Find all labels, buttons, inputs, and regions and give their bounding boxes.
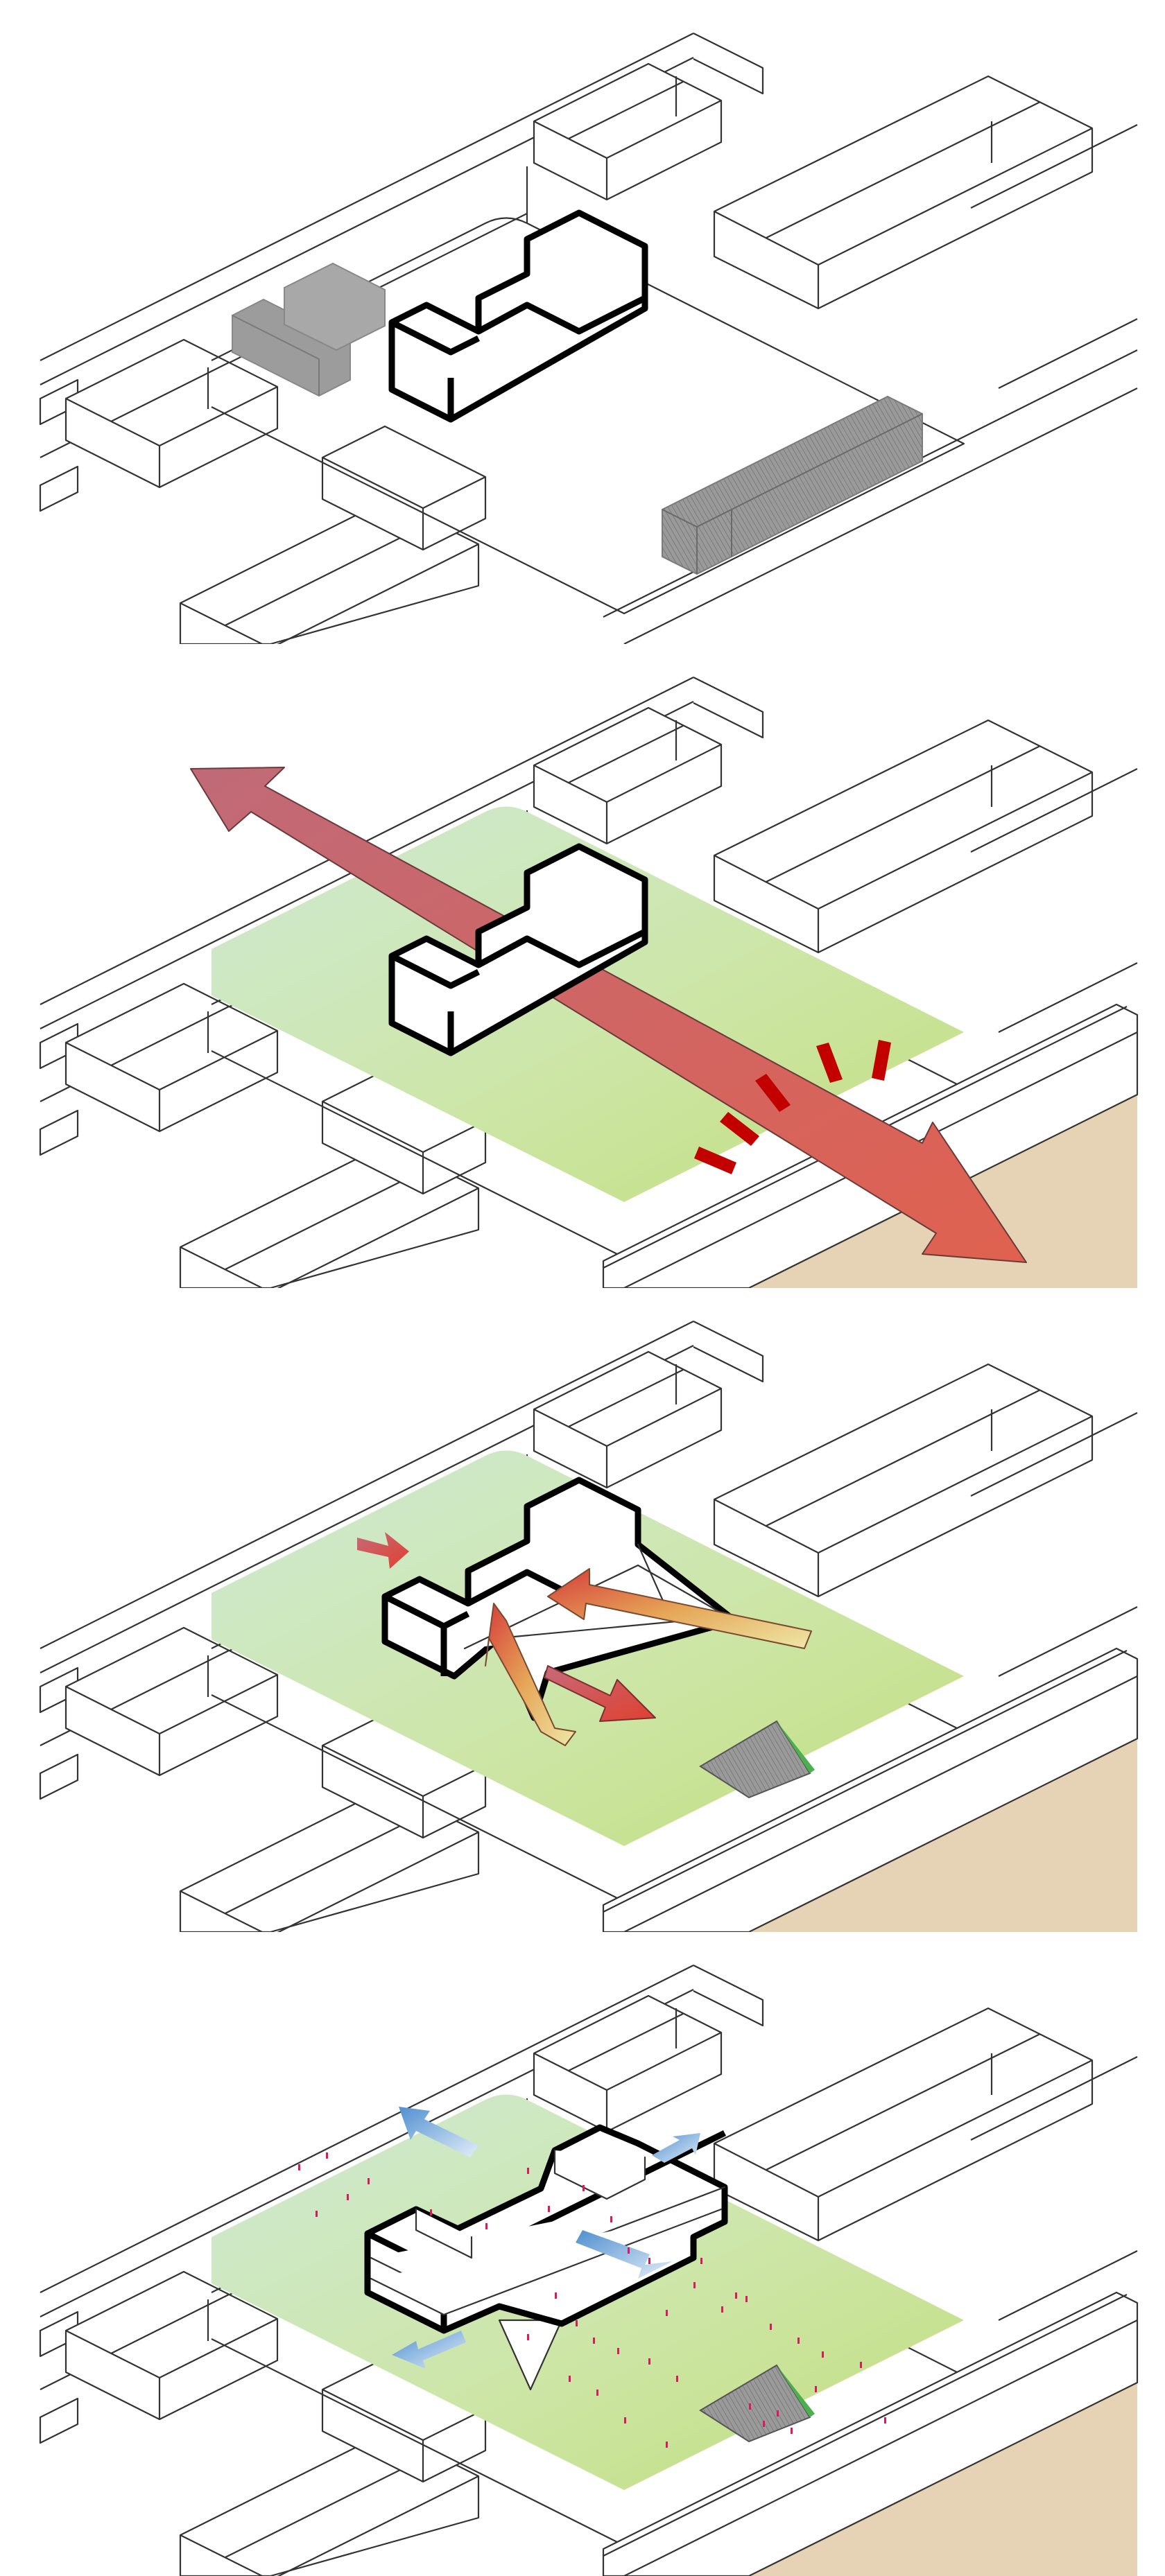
person-mark xyxy=(797,2338,800,2344)
person-mark xyxy=(316,2211,318,2217)
people-dots xyxy=(298,2152,886,2448)
person-mark xyxy=(576,2320,578,2326)
noise-marks xyxy=(694,1040,891,1174)
axis-arrow xyxy=(190,767,1027,1263)
person-mark xyxy=(822,2351,824,2358)
proposed-massing xyxy=(388,209,648,423)
person-mark xyxy=(430,2209,432,2216)
entry-arrow xyxy=(357,1532,409,1569)
person-mark xyxy=(666,2310,668,2316)
person-mark xyxy=(596,2390,598,2396)
person-mark xyxy=(624,2417,626,2423)
panel-2-axis-and-noise xyxy=(0,644,1165,1288)
panel-3-folded-volume xyxy=(0,1288,1165,1932)
person-mark xyxy=(582,2185,585,2191)
person-mark xyxy=(628,2247,630,2254)
existing-shed-large xyxy=(662,395,923,575)
person-mark xyxy=(770,2324,772,2330)
person-mark xyxy=(860,2362,862,2368)
person-mark xyxy=(884,2417,886,2423)
panel-1-existing-site xyxy=(0,0,1165,644)
panel-1-drawing xyxy=(39,32,1139,644)
proposed-massing xyxy=(388,843,648,1056)
person-mark xyxy=(610,2216,612,2222)
person-mark xyxy=(815,2386,817,2392)
person-mark xyxy=(593,2338,595,2344)
person-mark xyxy=(721,2306,723,2313)
person-mark xyxy=(617,2348,619,2354)
layered-building xyxy=(364,2124,728,2391)
panel-4-final-building xyxy=(0,1932,1165,2576)
person-mark xyxy=(700,2258,702,2264)
person-mark xyxy=(693,2282,696,2288)
panel-3-drawing xyxy=(39,1320,1139,1932)
person-mark xyxy=(749,2403,751,2410)
person-mark xyxy=(569,2376,571,2382)
person-mark xyxy=(298,2164,300,2170)
person-mark xyxy=(326,2152,328,2159)
person-mark xyxy=(648,2258,650,2264)
sloped-plane-edge xyxy=(777,2365,815,2417)
person-mark xyxy=(548,2206,550,2212)
person-mark xyxy=(527,2334,529,2340)
person-mark xyxy=(666,2442,668,2448)
person-mark xyxy=(485,2223,487,2229)
person-mark xyxy=(777,2410,779,2417)
person-mark xyxy=(648,2358,650,2365)
person-mark xyxy=(347,2194,349,2200)
existing-shed-small xyxy=(232,262,386,397)
person-mark xyxy=(527,2168,529,2174)
road-edge xyxy=(603,349,1138,644)
person-mark xyxy=(791,2428,793,2434)
person-mark xyxy=(763,2421,765,2427)
panel-2-drawing xyxy=(39,676,1139,1288)
person-mark xyxy=(745,2296,748,2302)
person-mark xyxy=(368,2178,370,2184)
person-mark xyxy=(676,2376,678,2382)
panel-4-drawing xyxy=(39,1964,1139,2576)
person-mark xyxy=(735,2292,737,2299)
flow-arrows xyxy=(485,1568,812,1746)
sloped-plane-edge xyxy=(777,1721,815,1773)
person-mark xyxy=(555,2292,557,2299)
view-arrows xyxy=(392,2107,700,2369)
